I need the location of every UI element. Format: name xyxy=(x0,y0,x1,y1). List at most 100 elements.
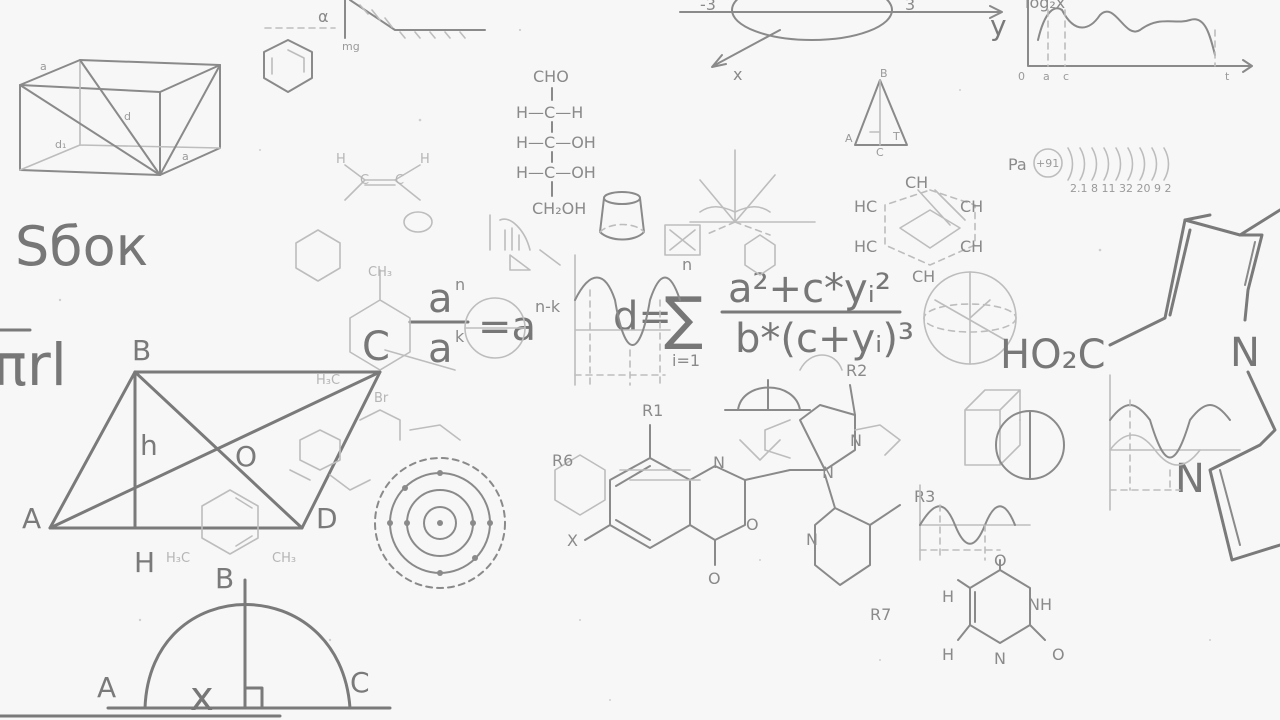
sum-top: n xyxy=(682,255,692,274)
alkene-c: C xyxy=(360,173,369,188)
uracil-molecule: O NH H H N O xyxy=(942,551,1065,668)
mol-n4: N xyxy=(806,530,818,549)
mol-r7: R7 xyxy=(870,605,891,624)
pa-note: Pa +91 2.1 8 11 32 20 9 2 xyxy=(1008,147,1171,195)
parallelogram-diagram: B A H h O D C xyxy=(22,324,390,579)
axis-x-label: x xyxy=(733,65,742,84)
tri-b: B xyxy=(880,67,888,80)
semi-b: B xyxy=(215,562,234,595)
mol-r1: R1 xyxy=(642,401,663,420)
formula-k-sup: k xyxy=(455,327,465,346)
bz-ch3: CH xyxy=(960,237,983,256)
mol-r2: R2 xyxy=(846,361,867,380)
semi-x: x xyxy=(190,674,214,720)
pa-circle: +91 xyxy=(1036,157,1059,170)
formula-a2: a xyxy=(428,326,453,372)
mol-x: X xyxy=(567,531,578,550)
cube-label-d1: d₁ xyxy=(55,138,66,151)
h3c-text-1: H₃C xyxy=(316,373,340,388)
faint-sketches xyxy=(289,214,781,491)
log-zero: 0 xyxy=(1018,70,1025,83)
wave-graph-center xyxy=(574,254,681,386)
uracil-o1: O xyxy=(994,551,1007,570)
sugar-row2: H—C—OH xyxy=(516,133,596,152)
tri-c: C xyxy=(876,146,884,159)
br-text: Br xyxy=(374,391,389,406)
log-a: a xyxy=(1043,70,1050,83)
semi-a: A xyxy=(97,671,116,704)
formula-eq-a: =a xyxy=(478,304,536,350)
alkene-c2: C xyxy=(395,173,404,188)
semi-c: C xyxy=(350,666,370,699)
bz-hc2: HC xyxy=(854,237,877,256)
para-c: C xyxy=(362,324,390,370)
cube-label-a2: a xyxy=(182,150,189,163)
cube-label-d: d xyxy=(124,110,131,123)
formula-block: a n a k =a n-k d= n ∑ i=1 a²+c*yᵢ² b*(c+… xyxy=(408,255,914,372)
para-a: A xyxy=(22,502,41,535)
axes-3d: y x -3 3 xyxy=(679,0,1007,84)
axis-minus3: -3 xyxy=(700,0,716,14)
formula-nk-sup: n-k xyxy=(535,297,561,316)
alkene-h1: H xyxy=(336,152,346,167)
para-b: B xyxy=(132,334,151,367)
uracil-h2: H xyxy=(942,645,954,664)
semicircle-diagram: B A C x xyxy=(0,562,392,720)
small-triangle: B A T C xyxy=(845,67,908,159)
uracil-nh: NH xyxy=(1028,595,1052,614)
small-semicircle xyxy=(724,354,843,411)
sugar-row3: H—C—OH xyxy=(516,163,596,182)
sum-symbol: ∑ xyxy=(664,284,703,352)
formula-sbok: Sбок πrl xyxy=(0,215,148,399)
sphere-sketch xyxy=(923,271,1017,365)
pa-scale: 2.1 8 11 32 20 9 2 xyxy=(1070,182,1171,195)
mol-n2: N xyxy=(822,463,834,482)
sugar-molecule: CHO H—C—H H—C—OH H—C—OH CH₂OH xyxy=(516,67,596,218)
sbok-label: Sбок xyxy=(15,215,148,278)
log-title: log₂x xyxy=(1025,0,1065,12)
sugar-bottom: CH₂OH xyxy=(532,199,586,218)
ho2c-label: HO₂C xyxy=(1000,332,1106,378)
log-c: c xyxy=(1063,70,1069,83)
para-h-upper: H xyxy=(134,546,155,579)
cube-diagram: a d d₁ a xyxy=(19,59,221,176)
incline-note: α mg xyxy=(264,0,486,53)
bz-ch1: CH xyxy=(905,173,928,192)
formula-a: a xyxy=(428,276,453,322)
sugar-row1: H—C—H xyxy=(516,103,583,122)
sugar-top: CHO xyxy=(533,67,569,86)
log-t: t xyxy=(1225,70,1230,83)
mol-r3: R3 xyxy=(914,487,935,506)
alpha-label: α xyxy=(318,7,329,26)
axis-y-label: y xyxy=(990,9,1007,42)
reflection-diagram xyxy=(689,149,816,236)
cube-circle-right xyxy=(964,389,1065,480)
wave-graph-small xyxy=(919,484,1031,561)
mg-label: mg xyxy=(342,40,360,53)
ch3-text-1: CH₃ xyxy=(368,265,392,280)
formula-n-sup: n xyxy=(455,275,465,294)
pyrazole-molecule: HO₂C N N xyxy=(1000,208,1280,562)
cube-label-a: a xyxy=(40,60,47,73)
sum-bottom: i=1 xyxy=(672,351,700,370)
uracil-h1: H xyxy=(942,587,954,606)
pirl-label: πrl xyxy=(0,331,67,399)
mol-o1: O xyxy=(746,515,759,534)
mol-n3: N xyxy=(850,431,862,450)
bz-hc1: HC xyxy=(854,197,877,216)
formula-numerator: a²+c*yᵢ² xyxy=(728,266,891,312)
pa-label: Pa xyxy=(1008,155,1027,174)
cylinder-sketch xyxy=(599,191,645,241)
benzene-with-ch3: CH₃ H₃C Br H₃C CH₃ xyxy=(166,229,411,566)
wave-graph-right xyxy=(1109,374,1241,511)
para-h-height: h xyxy=(140,429,158,462)
benzene-ring-right: CH HC CH HC CH CH xyxy=(854,173,983,286)
hexagon-sketch xyxy=(263,39,313,93)
axis-three: 3 xyxy=(905,0,915,14)
atom-model xyxy=(374,457,506,589)
ch3-text-2: CH₃ xyxy=(272,551,296,566)
circle-center xyxy=(464,297,526,359)
mol-n1: N xyxy=(713,453,725,472)
pyrazole-n1: N xyxy=(1230,330,1260,376)
